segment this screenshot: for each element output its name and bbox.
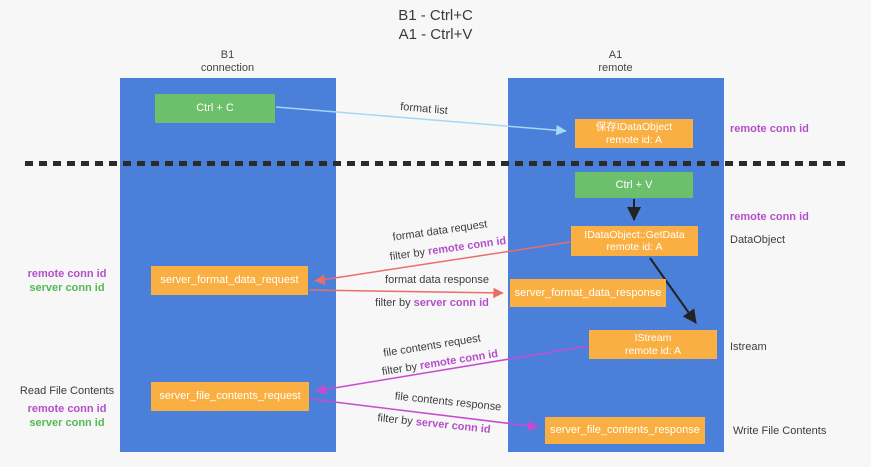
save-idataobject-line1: 保存IDataObject bbox=[595, 121, 673, 133]
title-line-1: B1 - Ctrl+C bbox=[398, 7, 473, 24]
lane-header-a1: A1 remote bbox=[508, 49, 723, 75]
istream-side-label: Istream bbox=[730, 341, 767, 353]
left-remote-conn-id-label: remote conn id bbox=[27, 268, 107, 280]
session-divider-dashed-line bbox=[25, 161, 848, 166]
ctrl-c-label: Ctrl + C bbox=[196, 102, 234, 114]
lane-b1-subtitle: connection bbox=[200, 62, 255, 74]
ctrl-v-label: Ctrl + V bbox=[615, 178, 653, 191]
format-data-response-label: format data response bbox=[385, 274, 489, 286]
getdata-line2: remote id: A bbox=[606, 241, 663, 253]
ctrl-v-box: Ctrl + V bbox=[575, 172, 693, 198]
remote-conn-id-text: remote conn id bbox=[427, 234, 507, 258]
file-contents-response-filter-label: filter by server conn id bbox=[377, 412, 491, 436]
right-mid-remote-conn-id-label: remote conn id bbox=[730, 211, 809, 223]
ctrl-c-box: Ctrl + C bbox=[155, 94, 275, 123]
server-file-contents-request-box: server_file_contents_request bbox=[151, 382, 309, 411]
left-bottom-remote-conn-id-label: remote conn id bbox=[27, 403, 107, 415]
left-conn-id-block: remote conn id server conn id bbox=[16, 267, 118, 295]
format-data-response-filter-label: filter by server conn id bbox=[375, 297, 489, 309]
istream-box: IStream remote id: A bbox=[589, 330, 717, 359]
server-format-data-response-box: server_format_data_response bbox=[510, 279, 666, 307]
format-data-response-arrow bbox=[308, 287, 504, 299]
getdata-line1: IDataObject::GetData bbox=[584, 228, 685, 241]
left-server-conn-id-label: server conn id bbox=[29, 282, 105, 294]
server-file-contents-response-box: server_file_contents_response bbox=[545, 417, 705, 444]
filter-by-text: filter by bbox=[376, 412, 417, 429]
idataobject-getdata-box: IDataObject::GetData remote id: A bbox=[571, 226, 698, 256]
istream-line2: remote id: A bbox=[624, 344, 682, 357]
write-file-contents-label: Write File Contents bbox=[733, 425, 827, 437]
diagram-title: B1 - Ctrl+C A1 - Ctrl+V bbox=[0, 6, 871, 44]
lane-b1-title: B1 bbox=[220, 49, 235, 61]
server-conn-id-text: server conn id bbox=[415, 416, 492, 436]
filter-by-text: filter by bbox=[389, 245, 429, 264]
file-contents-response-label: file contents response bbox=[394, 390, 502, 414]
left-bottom-server-conn-id-label: server conn id bbox=[29, 417, 105, 429]
lane-a1-title: A1 bbox=[608, 49, 623, 61]
lane-a1-subtitle: remote bbox=[598, 62, 633, 74]
server-format-data-response-label: server_format_data_response bbox=[514, 286, 662, 299]
save-idataobject-box: 保存IDataObject remote id: A bbox=[575, 119, 693, 148]
lane-header-b1: B1 connection bbox=[120, 49, 335, 75]
filter-by-text: filter by bbox=[375, 297, 414, 309]
server-file-contents-request-label: server_file_contents_request bbox=[159, 390, 301, 402]
server-file-contents-response-label: server_file_contents_response bbox=[550, 424, 700, 436]
right-top-remote-conn-id-label: remote conn id bbox=[730, 123, 809, 135]
dataobject-label: DataObject bbox=[730, 234, 786, 246]
server-format-data-request-label: server_format_data_request bbox=[160, 274, 299, 286]
filter-by-text: filter by bbox=[381, 360, 422, 379]
server-format-data-request-box: server_format_data_request bbox=[151, 266, 308, 295]
read-file-contents-label: Read File Contents bbox=[19, 385, 115, 397]
server-conn-id-text: server conn id bbox=[413, 297, 489, 309]
format-list-label: format list bbox=[399, 100, 449, 118]
istream-line1: IStream bbox=[634, 332, 672, 344]
save-idataobject-line2: remote id: A bbox=[605, 133, 663, 146]
read-file-contents-block: Read File Contents remote conn id server… bbox=[16, 384, 118, 430]
title-line-2: A1 - Ctrl+V bbox=[398, 26, 473, 43]
